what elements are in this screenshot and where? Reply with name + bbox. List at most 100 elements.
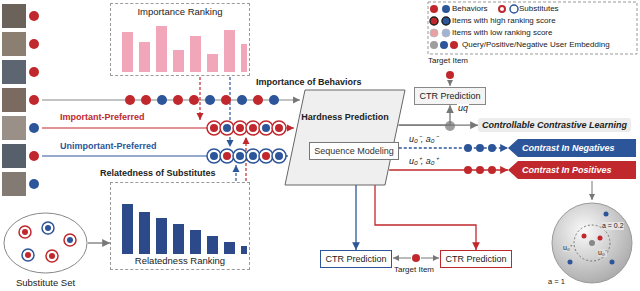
substitute-item bbox=[236, 124, 244, 132]
annotation: Relatedness of Substitutes bbox=[100, 169, 216, 179]
importance-bar bbox=[241, 44, 247, 72]
substitute-item bbox=[272, 121, 286, 135]
parallelogram bbox=[285, 90, 405, 185]
connector bbox=[375, 185, 476, 250]
substitute-set: Substitute Set bbox=[3, 212, 88, 289]
target-item bbox=[393, 258, 411, 259]
embedding-sphere bbox=[568, 260, 573, 265]
substitute-item bbox=[22, 229, 28, 235]
target-item bbox=[412, 254, 420, 262]
objective-box: Controllable Contrastive Learning bbox=[478, 118, 631, 132]
embedding-sphere bbox=[582, 234, 587, 239]
relatedness-bar bbox=[122, 204, 247, 254]
node-text: Importance Ranking bbox=[137, 7, 222, 18]
substitute-item bbox=[249, 124, 257, 132]
importance-bar bbox=[139, 42, 150, 72]
contrast-band: Contrast In Negatives bbox=[508, 139, 636, 157]
target-item bbox=[421, 258, 439, 259]
behavior-dot bbox=[29, 95, 39, 105]
substitute-item bbox=[19, 226, 31, 238]
importance-bar bbox=[156, 26, 167, 72]
substitute-item bbox=[46, 250, 58, 262]
sequence-arrow bbox=[235, 165, 236, 181]
sequence-arrow bbox=[229, 77, 230, 147]
connector bbox=[399, 125, 478, 126]
sequence-item bbox=[269, 95, 279, 105]
substitute-item bbox=[67, 237, 73, 243]
importance-bar bbox=[122, 26, 247, 72]
hardness-prediction-box-outline bbox=[285, 90, 405, 185]
legend-symbol bbox=[430, 41, 438, 49]
node-text: Sequence Modeling bbox=[314, 146, 394, 156]
photo-strip bbox=[2, 116, 26, 140]
target-item bbox=[450, 80, 451, 86]
sequence-item bbox=[125, 95, 279, 105]
band-arrow bbox=[508, 161, 636, 179]
annotation: Unimportant-Preferred bbox=[60, 142, 157, 152]
legend-text: Items with low ranking score bbox=[452, 28, 552, 38]
behavior-dot bbox=[29, 67, 39, 77]
node-text: CTR Prediction bbox=[419, 91, 480, 101]
ctr-box: CTR Prediction bbox=[320, 250, 392, 268]
relatedness-bar bbox=[156, 218, 167, 254]
importance-bar bbox=[122, 32, 133, 72]
node-text: Relatedness Ranking bbox=[135, 256, 225, 267]
sequence-item bbox=[205, 95, 215, 105]
substitute-item bbox=[45, 225, 51, 231]
annotation: Important-Preferred bbox=[60, 113, 145, 123]
legend-swatch bbox=[498, 5, 506, 13]
substitute-item bbox=[223, 152, 231, 160]
node-text: Contrast In Negatives bbox=[522, 143, 615, 153]
annotation: a = 0.2 bbox=[602, 222, 624, 230]
legend-frame bbox=[428, 2, 637, 54]
embedding-sphere bbox=[574, 225, 610, 261]
substitute-item bbox=[207, 149, 221, 163]
substitute-item bbox=[210, 152, 218, 160]
contrast-band: Contrast In Positives bbox=[508, 161, 636, 179]
sequence-arrow bbox=[42, 77, 300, 181]
legend-symbol bbox=[442, 5, 450, 13]
substitute-item bbox=[236, 152, 244, 160]
legend-symbol bbox=[430, 29, 438, 37]
behavior-dot bbox=[29, 39, 39, 49]
substitute-item bbox=[275, 152, 283, 160]
connector bbox=[399, 105, 450, 125]
behavior-dot bbox=[29, 11, 39, 189]
node-text: Hardness Prediction bbox=[301, 112, 389, 122]
connector bbox=[394, 147, 508, 148]
behavior-dot bbox=[29, 151, 39, 161]
substitute-item bbox=[42, 222, 54, 234]
node-text: CTR Prediction bbox=[325, 254, 386, 264]
substitute-item bbox=[233, 121, 247, 135]
node-text: Substitute Set bbox=[16, 278, 75, 289]
sequence-item bbox=[189, 95, 199, 105]
node-text: CTR Prediction bbox=[445, 254, 506, 264]
sequence-item bbox=[173, 95, 183, 105]
ranking-panel: Relatedness Ranking bbox=[110, 182, 250, 270]
edge-label: u₀⁻, a₀⁻ bbox=[408, 135, 439, 145]
legend-symbol bbox=[440, 41, 448, 49]
annotation: u₀⁺ bbox=[563, 244, 572, 252]
legend-symbol bbox=[442, 17, 450, 25]
node-text: Controllable Contrastive Learning bbox=[482, 120, 627, 130]
substitute-item bbox=[22, 249, 34, 261]
hardness-prediction-box: Hardness PredictionSequence Modeling bbox=[285, 90, 405, 185]
substitute-item bbox=[249, 152, 257, 160]
annotation: Target Item bbox=[394, 266, 434, 275]
target-item bbox=[446, 71, 454, 79]
substitute-item bbox=[220, 121, 234, 135]
edge-label: uq bbox=[457, 104, 469, 114]
embedding-sphere bbox=[592, 181, 593, 200]
legend-symbol bbox=[430, 17, 438, 25]
sequence-item bbox=[221, 95, 231, 105]
embedding-sphere bbox=[552, 181, 632, 283]
sequence-item bbox=[125, 95, 135, 105]
behavior-dot bbox=[29, 179, 39, 189]
behavior-dot bbox=[29, 123, 39, 133]
edge-label: u₀⁺, a₀⁺ bbox=[408, 157, 439, 167]
sequence-item bbox=[157, 95, 167, 105]
embedding-sphere bbox=[604, 212, 609, 217]
substitute-item bbox=[207, 121, 221, 135]
sequence-arrow bbox=[199, 77, 200, 120]
substitute-item bbox=[259, 121, 273, 135]
